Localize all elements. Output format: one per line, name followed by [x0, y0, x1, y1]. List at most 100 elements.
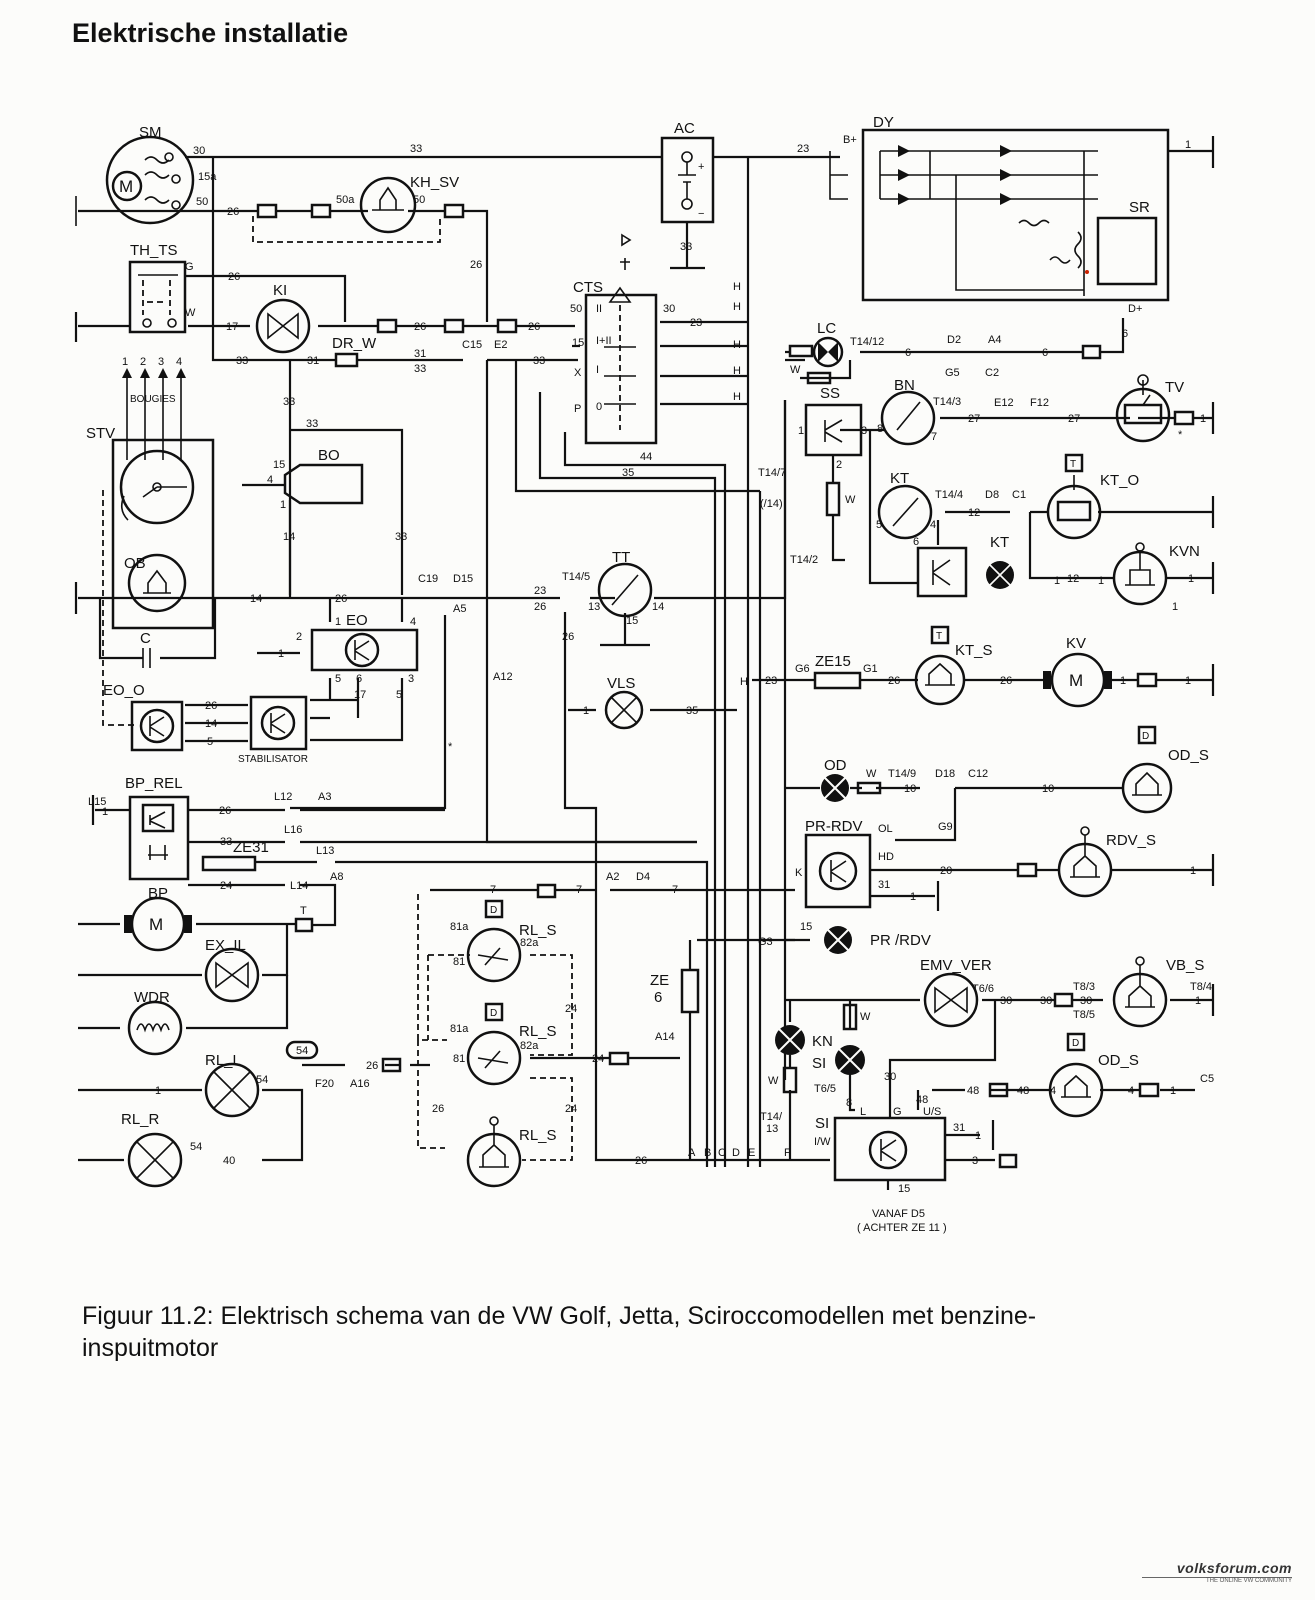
dr-w-label: DR_W	[332, 335, 377, 352]
svg-text:33: 33	[306, 418, 318, 430]
ze6-label-b: 6	[654, 989, 662, 1006]
svg-text:T8/5: T8/5	[1073, 1009, 1095, 1021]
dy-alternator: DY SR B+ 1 D+ 6	[829, 114, 1191, 340]
svg-text:1: 1	[1185, 139, 1191, 151]
svg-text:C15: C15	[462, 339, 482, 351]
svg-text:50a: 50a	[336, 194, 355, 206]
svg-text:+: +	[698, 161, 704, 173]
rl-s-label-2: RL_S	[519, 1023, 557, 1040]
caption-line-2: inspuitmotor	[82, 1334, 219, 1362]
svg-text:I+II: I+II	[596, 335, 612, 347]
svg-text:T8/3: T8/3	[1073, 981, 1095, 993]
svg-text:26: 26	[635, 1155, 647, 1167]
th-ts-thermo-switch: TH_TS G W 26 17	[128, 242, 240, 334]
bp-rel-label: BP_REL	[125, 775, 183, 792]
svg-text:6: 6	[1122, 328, 1128, 340]
vls-lamp: VLS 1 35 A12 *	[448, 671, 698, 753]
svg-text:1: 1	[583, 705, 589, 717]
svg-text:4: 4	[1128, 1085, 1134, 1097]
svg-text:C5: C5	[1200, 1073, 1214, 1085]
svg-text:35: 35	[686, 705, 698, 717]
svg-text:A4: A4	[988, 334, 1001, 346]
svg-text:E12: E12	[994, 397, 1014, 409]
svg-text:M: M	[1069, 671, 1083, 690]
kh-sv-cold-start-valve: KH_SV 50a 50 26 26	[227, 174, 482, 271]
ac-battery: + − AC 33 33 23	[410, 120, 809, 253]
svg-text:3: 3	[861, 425, 867, 437]
svg-text:OL: OL	[878, 823, 893, 835]
svg-text:W: W	[790, 364, 801, 376]
svg-text:23: 23	[797, 143, 809, 155]
dr-w-resistor: DR_W 33 31 31 33 C15 E2 33 33 33	[236, 335, 545, 430]
cts-label: CTS	[573, 279, 603, 296]
svg-text:E2: E2	[494, 339, 507, 351]
svg-text:L14: L14	[290, 880, 308, 892]
ex-il-label: EX_IL	[205, 937, 246, 954]
svg-text:40: 40	[223, 1155, 235, 1167]
svg-text:26: 26	[228, 271, 240, 283]
svg-text:33: 33	[283, 396, 295, 408]
svg-text:5: 5	[876, 519, 882, 531]
kt-o-label: KT_O	[1100, 472, 1139, 489]
svg-text:T6/6: T6/6	[972, 983, 994, 995]
svg-text:L15: L15	[88, 796, 106, 808]
svg-text:(/14): (/14)	[760, 498, 783, 510]
sm-label: SM	[139, 124, 162, 141]
svg-text:24: 24	[565, 1003, 577, 1015]
svg-text:33: 33	[236, 355, 248, 367]
svg-text:T: T	[1070, 459, 1076, 470]
svg-text:D: D	[732, 1147, 740, 1159]
svg-text:1: 1	[280, 499, 286, 511]
svg-text:44: 44	[640, 451, 652, 463]
svg-text:W: W	[866, 768, 877, 780]
watermark: volksforum.com THE ONLINE VW COMMUNITY	[1142, 1560, 1292, 1584]
svg-text:54: 54	[296, 1045, 308, 1057]
od-s-label-2: OD_S	[1098, 1052, 1139, 1069]
rdv-s-label: RDV_S	[1106, 832, 1156, 849]
svg-text:1: 1	[1172, 601, 1178, 613]
svg-text:L13: L13	[316, 845, 334, 857]
svg-text:A3: A3	[318, 791, 331, 803]
svg-text:KT: KT	[990, 534, 1009, 551]
bo-label: BO	[318, 447, 340, 464]
svg-text:33: 33	[410, 143, 422, 155]
sm-starter-motor: M SM 30 15a 50	[105, 124, 217, 225]
kh-sv-label: KH_SV	[410, 174, 459, 191]
svg-text:A8: A8	[330, 871, 343, 883]
svg-text:F20: F20	[315, 1078, 334, 1090]
svg-text:26: 26	[1000, 675, 1012, 687]
svg-text:6: 6	[913, 536, 919, 548]
svg-text:2: 2	[140, 356, 146, 368]
svg-text:W: W	[185, 307, 196, 319]
watermark-subtitle: THE ONLINE VW COMMUNITY	[1142, 1577, 1292, 1584]
svg-text:26: 26	[432, 1103, 444, 1115]
svg-text:1: 1	[1190, 865, 1196, 877]
svg-text:H: H	[733, 281, 741, 293]
svg-text:26: 26	[562, 631, 574, 643]
svg-text:A16: A16	[350, 1078, 370, 1090]
stv-distributor: 1 2 3 4 BOUGIES STV OB	[86, 356, 215, 630]
svg-text:H: H	[733, 301, 741, 313]
svg-text:3: 3	[158, 356, 164, 368]
svg-text:3: 3	[972, 1155, 978, 1167]
pr-rdv-lamp-label: PR /RDV	[870, 932, 931, 949]
svg-text:31: 31	[307, 355, 319, 367]
svg-text:A2: A2	[606, 871, 619, 883]
ze6-label-a: ZE	[650, 972, 669, 989]
svg-text:P: P	[574, 403, 581, 415]
svg-text:W: W	[768, 1075, 779, 1087]
svg-text:*: *	[448, 741, 453, 753]
svg-text:H: H	[733, 391, 741, 403]
svg-text:33: 33	[533, 355, 545, 367]
svg-text:C: C	[718, 1147, 726, 1159]
sr-label: SR	[1129, 199, 1150, 216]
svg-text:M: M	[119, 177, 133, 196]
od-s-oil-switch: D OD_S	[1121, 725, 1209, 814]
svg-text:4: 4	[1050, 1085, 1056, 1097]
svg-text:T14/: T14/	[760, 1111, 783, 1123]
svg-text:G: G	[893, 1106, 902, 1118]
vb-s-switch: VB_S	[1112, 956, 1204, 1028]
vls-label: VLS	[607, 675, 635, 692]
svg-text:T14/4: T14/4	[935, 489, 963, 501]
svg-text:C12: C12	[968, 768, 988, 780]
